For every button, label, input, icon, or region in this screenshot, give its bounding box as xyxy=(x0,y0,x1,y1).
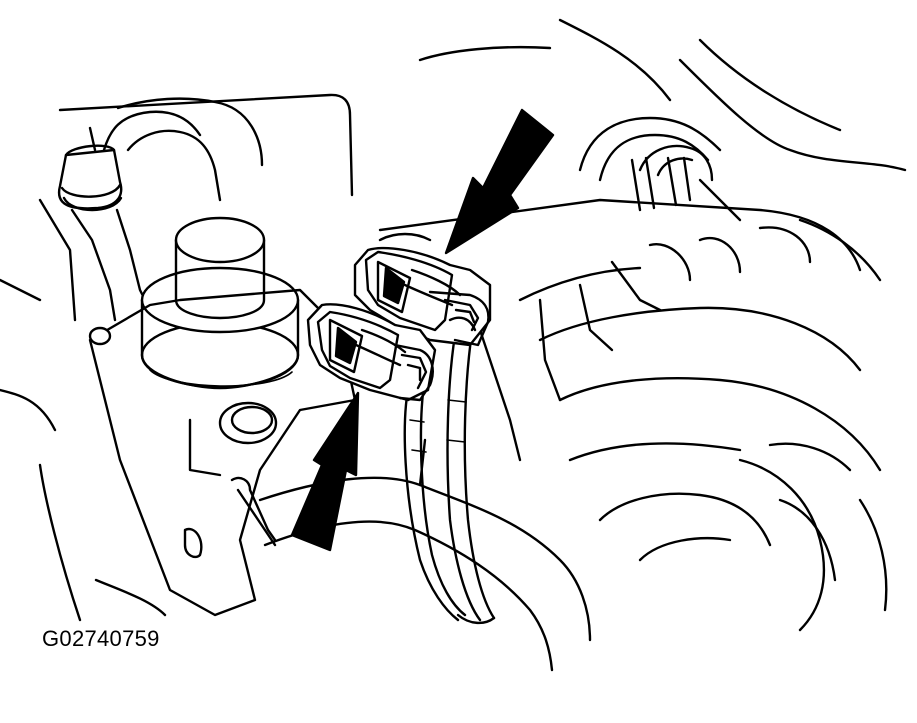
figure-id-label: G02740759 xyxy=(42,626,160,651)
engine-outline-left xyxy=(0,93,354,622)
arrow-lower xyxy=(290,391,360,552)
fuel-lines xyxy=(578,116,742,222)
electrical-connector-lower xyxy=(306,303,437,402)
wire-harness xyxy=(403,330,496,625)
vacuum-tube-fitting xyxy=(57,110,222,322)
callout-arrows xyxy=(290,108,555,552)
arrow-upper xyxy=(444,108,555,255)
cylindrical-cap xyxy=(140,216,300,390)
intake-manifold xyxy=(378,198,882,562)
hose-lower xyxy=(258,438,592,672)
mounting-bracket xyxy=(88,288,357,617)
engine-outline-right xyxy=(418,18,907,632)
